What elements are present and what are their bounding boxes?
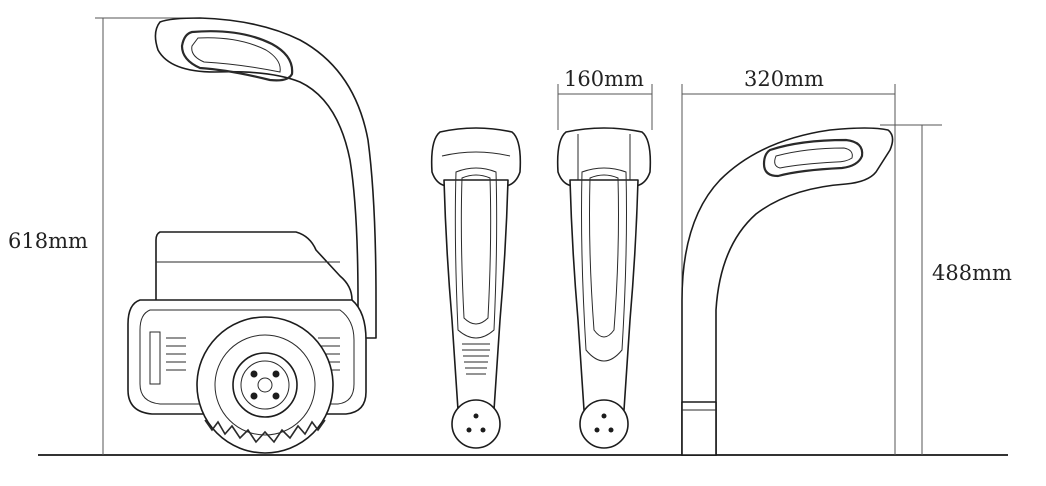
dim-618-label: 618mm — [8, 229, 88, 253]
rear-view-wheel-dot — [609, 428, 614, 433]
side-view-upper-body — [156, 232, 352, 306]
dim-488-label: 488mm — [932, 261, 1012, 285]
side-view-hub-bolt — [273, 371, 280, 378]
front-view-wheel-dot — [481, 428, 486, 433]
dim-320-label: 320mm — [744, 67, 824, 91]
dim-160-label: 160mm — [564, 67, 644, 91]
front-view-top-grip — [432, 128, 521, 186]
dimension-handle-height: 488mm — [880, 125, 1012, 455]
rear-view-wheel-dot — [602, 414, 607, 419]
side-view-hub-bolt — [251, 371, 258, 378]
rear-view-column — [570, 180, 638, 410]
front-view-column — [444, 180, 508, 410]
side-view-hub-bolt — [273, 393, 280, 400]
rear-view-handle — [558, 128, 651, 448]
side-view-assembled — [128, 18, 376, 453]
front-view-wheel-dot — [474, 414, 479, 419]
side-view-hub — [233, 353, 297, 417]
side-view-handle-only — [682, 128, 893, 455]
front-view-wheel-dot — [467, 428, 472, 433]
rear-view-wheel-dot — [595, 428, 600, 433]
dimension-side-width: 160mm — [558, 67, 652, 130]
side-view-hub-bolt — [251, 393, 258, 400]
rear-view-top-grip — [558, 128, 651, 186]
rear-view-wheel — [580, 400, 628, 448]
front-view-handle — [432, 128, 521, 448]
front-view-wheel — [452, 400, 500, 448]
